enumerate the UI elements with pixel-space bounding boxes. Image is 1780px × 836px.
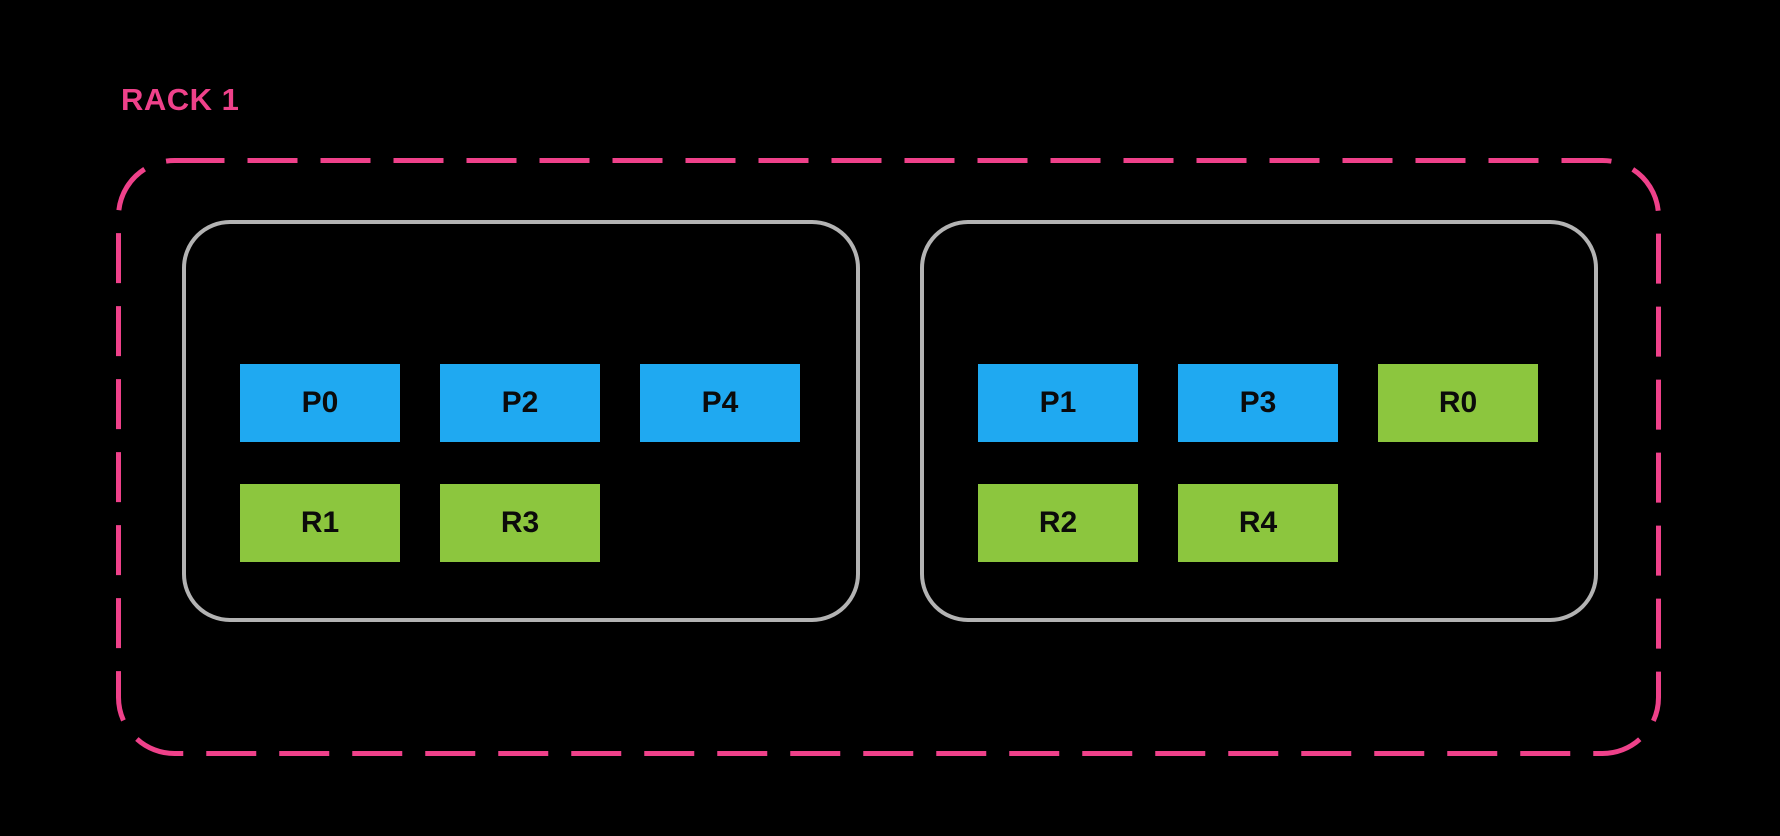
node-p4: P4 <box>640 364 800 442</box>
rack-dashed-border <box>116 158 1661 756</box>
node-p1: P1 <box>978 364 1138 442</box>
node-p0: P0 <box>240 364 400 442</box>
host-box-1: P0 P2 P4 R1 R3 <box>182 220 860 622</box>
host-box-2: P1 P3 R0 R2 R4 <box>920 220 1598 622</box>
node-r3: R3 <box>440 484 600 562</box>
node-p2: P2 <box>440 364 600 442</box>
node-r0: R0 <box>1378 364 1538 442</box>
rack-title: RACK 1 <box>121 82 240 117</box>
rack-boundary-rect <box>116 158 1661 756</box>
node-r2: R2 <box>978 484 1138 562</box>
node-p3: P3 <box>1178 364 1338 442</box>
node-r1: R1 <box>240 484 400 562</box>
node-r4: R4 <box>1178 484 1338 562</box>
